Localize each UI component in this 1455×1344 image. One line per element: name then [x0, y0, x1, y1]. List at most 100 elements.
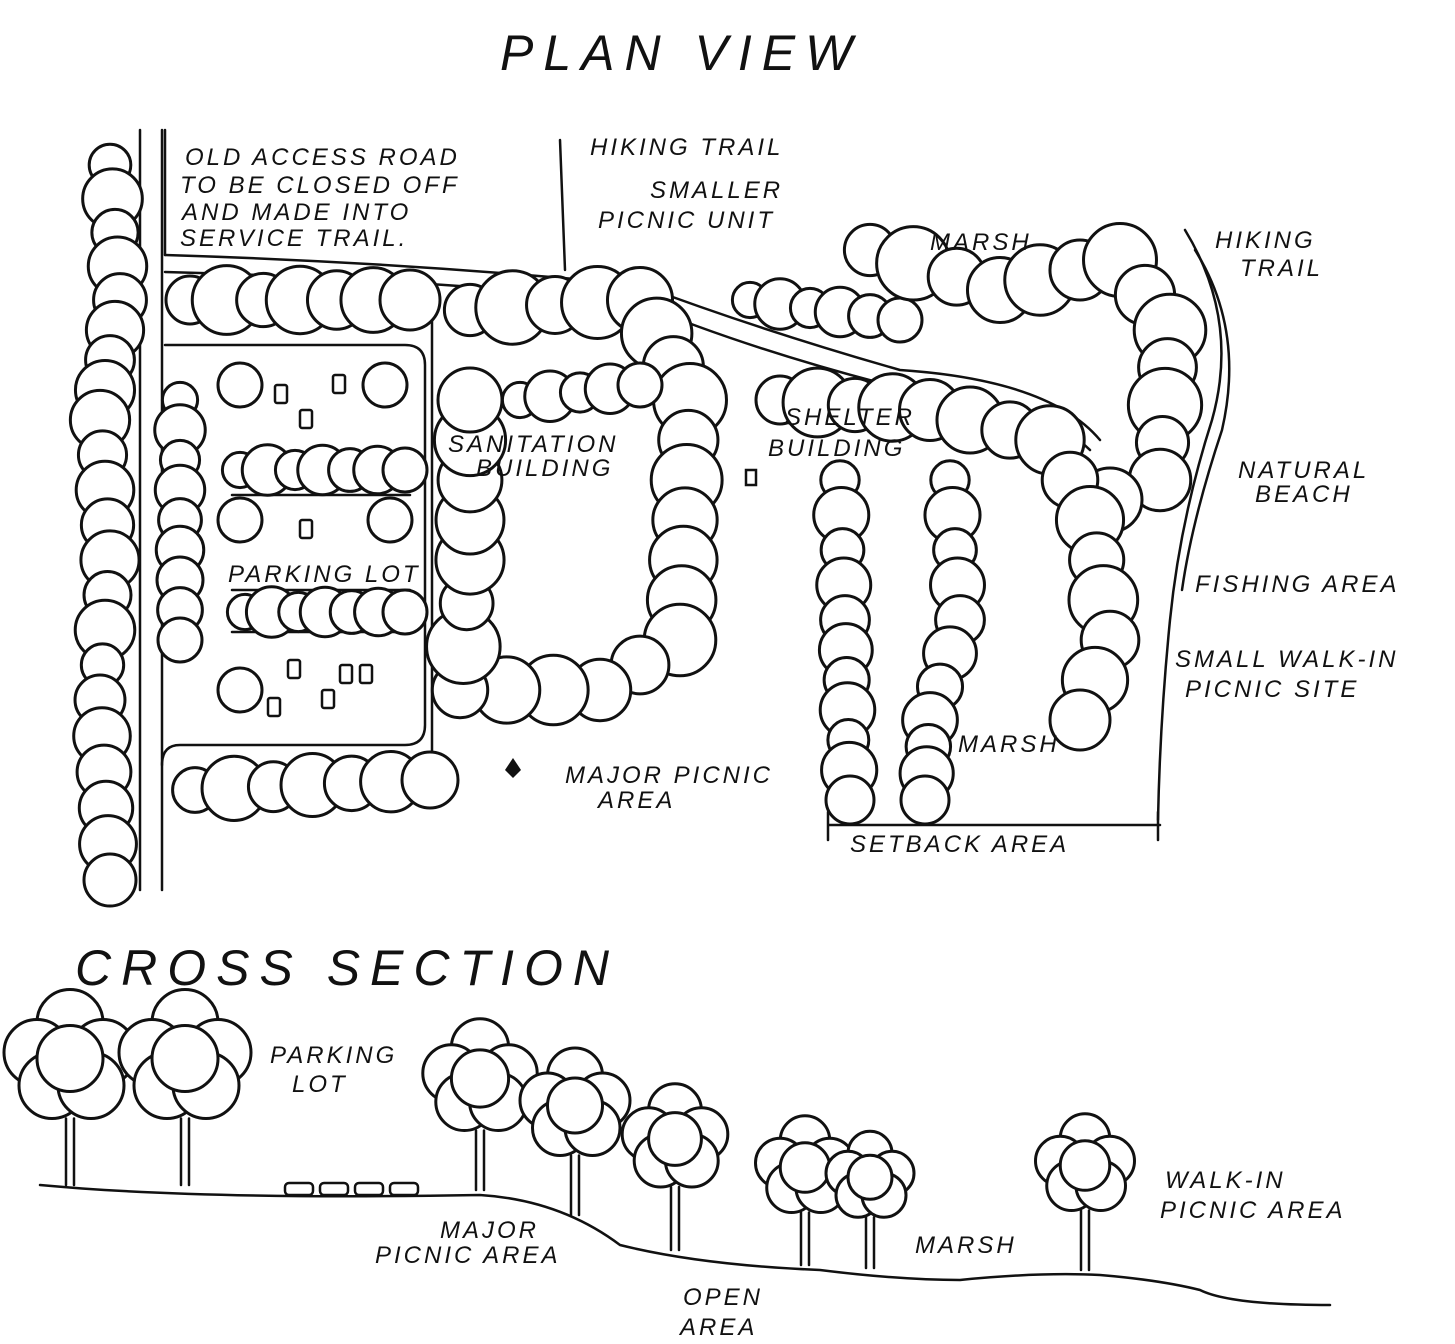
- road-edge-trees: [730, 277, 924, 344]
- parked-car: [273, 383, 289, 405]
- tree-canopy: [1048, 688, 1112, 752]
- label-shelter-building-1: SHELTER: [785, 404, 915, 431]
- cs-label-walk-in-picnic-area-2: PICNIC AREA: [1160, 1197, 1345, 1224]
- marsh-inner-trees: [898, 459, 986, 826]
- tree-trunk: [864, 1216, 876, 1270]
- parking-loop: [160, 343, 427, 767]
- parked-car: [320, 688, 336, 710]
- shelter-building: [744, 468, 758, 487]
- shoreline: [1156, 228, 1223, 822]
- label-major-picnic-area-2: AREA: [596, 787, 675, 814]
- cs-label-parking-lot-1: PARKING: [270, 1042, 397, 1069]
- parking-shade-tree: [216, 361, 264, 409]
- label-smaller-picnic-unit-1: SMALLER: [650, 177, 783, 204]
- old-access-road-north-edge: [163, 253, 1102, 442]
- tree-canopy: [381, 446, 429, 494]
- label-major-picnic-area-1: MAJOR PICNIC: [565, 762, 773, 789]
- plan-view-title: PLAN VIEW: [500, 25, 862, 81]
- label-small-walk-in-picnic-site-1: SMALL WALK-IN: [1175, 646, 1399, 673]
- tree-canopy: [546, 1076, 604, 1135]
- label-small-walk-in-picnic-site-2: PICNIC SITE: [1185, 676, 1359, 703]
- cs-label-open-area-1: OPEN: [683, 1284, 763, 1311]
- section-car: [353, 1181, 385, 1197]
- tree-trunk: [799, 1211, 811, 1267]
- tree-trunk: [569, 1154, 581, 1217]
- cs-label-parking-lot-2: LOT: [292, 1071, 348, 1098]
- parked-car: [358, 663, 374, 685]
- west-parking-hedge: [153, 380, 207, 664]
- northeast-tree-mass: [842, 222, 1208, 534]
- label-sanitation-building-1: SANITATION: [448, 431, 618, 458]
- tree-canopy: [156, 616, 204, 664]
- parked-car: [298, 518, 314, 540]
- parking-shade-tree: [216, 666, 264, 714]
- tree-canopy: [647, 1111, 703, 1167]
- cs-label-major-picnic-area-1: MAJOR: [440, 1217, 539, 1244]
- inner-tree-row: [500, 361, 664, 423]
- label-hiking-trail-right-1: HIKING: [1215, 227, 1316, 254]
- parked-car: [338, 663, 354, 685]
- label-parking-lot: PARKING LOT: [228, 561, 421, 588]
- tree-canopy: [449, 1048, 511, 1109]
- section-tree: [421, 1017, 539, 1192]
- label-old-access-road-1: OLD ACCESS ROAD: [185, 144, 460, 171]
- tree-canopy: [150, 1024, 220, 1093]
- hiking-trail-right: [1180, 248, 1231, 592]
- west-tree-buffer: [68, 142, 149, 908]
- label-smaller-picnic-unit-2: PICNIC UNIT: [598, 207, 775, 234]
- parked-car: [266, 696, 282, 718]
- cross-section-ground: [38, 1183, 1332, 1307]
- section-car: [283, 1181, 315, 1197]
- label-fishing-area: FISHING AREA: [1195, 571, 1399, 598]
- tree-canopy: [899, 774, 951, 826]
- label-natural-beach-2: BEACH: [1255, 481, 1353, 508]
- section-tree: [824, 1129, 916, 1270]
- cross-section-title: CROSS SECTION: [75, 940, 619, 996]
- tree-trunk: [179, 1117, 191, 1187]
- parking-shade-tree: [361, 361, 409, 409]
- tree-canopy: [616, 361, 664, 409]
- tree-canopy: [1058, 1139, 1112, 1192]
- cs-label-major-picnic-area-2: PICNIC AREA: [375, 1242, 560, 1269]
- sanitation-tree-mass: [425, 265, 728, 727]
- label-marsh-bottom: MARSH: [958, 731, 1060, 758]
- picnic-table-symbol: [505, 758, 521, 778]
- tree-canopy: [82, 852, 138, 908]
- south-parking-trees: [171, 749, 460, 822]
- tree-canopy: [436, 366, 504, 434]
- label-marsh-top: MARSH: [930, 229, 1032, 256]
- label-hiking-trail-top: HIKING TRAIL: [590, 134, 783, 161]
- label-old-access-road-4: SERVICE TRAIL.: [180, 225, 408, 252]
- parked-car: [298, 408, 314, 430]
- parking-shade-tree: [216, 496, 264, 544]
- setback-dimension-line: [826, 810, 1162, 842]
- section-car: [318, 1181, 350, 1197]
- label-shelter-building-2: BUILDING: [768, 435, 905, 462]
- label-hiking-trail-right-2: TRAIL: [1240, 255, 1323, 282]
- marsh-west-trees: [812, 459, 879, 826]
- parking-island-trees-2: [225, 585, 429, 639]
- tree-canopy: [381, 588, 429, 636]
- section-car: [388, 1181, 420, 1197]
- cs-label-walk-in-picnic-area-1: WALK-IN: [1165, 1167, 1286, 1194]
- hiking-trail-top: [558, 138, 567, 272]
- tree-trunk: [1079, 1209, 1091, 1272]
- parking-island-trees-1: [220, 443, 429, 497]
- label-old-access-road-2: TO BE CLOSED OFF: [180, 172, 460, 199]
- parked-car: [286, 658, 302, 680]
- parking-shade-tree: [366, 496, 414, 544]
- tree-canopy: [378, 268, 442, 332]
- section-tree: [117, 988, 253, 1187]
- section-tree: [2, 988, 138, 1187]
- label-natural-beach-1: NATURAL: [1238, 457, 1369, 484]
- tree-trunk: [669, 1185, 681, 1252]
- tree-canopy: [824, 774, 876, 826]
- cs-label-marsh: MARSH: [915, 1232, 1017, 1259]
- parked-car: [331, 373, 347, 395]
- cs-label-open-area-2: AREA: [678, 1314, 757, 1341]
- tree-canopy: [778, 1141, 832, 1194]
- label-old-access-road-3: AND MADE INTO: [180, 199, 411, 226]
- north-parking-trees: [164, 264, 442, 336]
- label-setback-area: SETBACK AREA: [850, 831, 1069, 858]
